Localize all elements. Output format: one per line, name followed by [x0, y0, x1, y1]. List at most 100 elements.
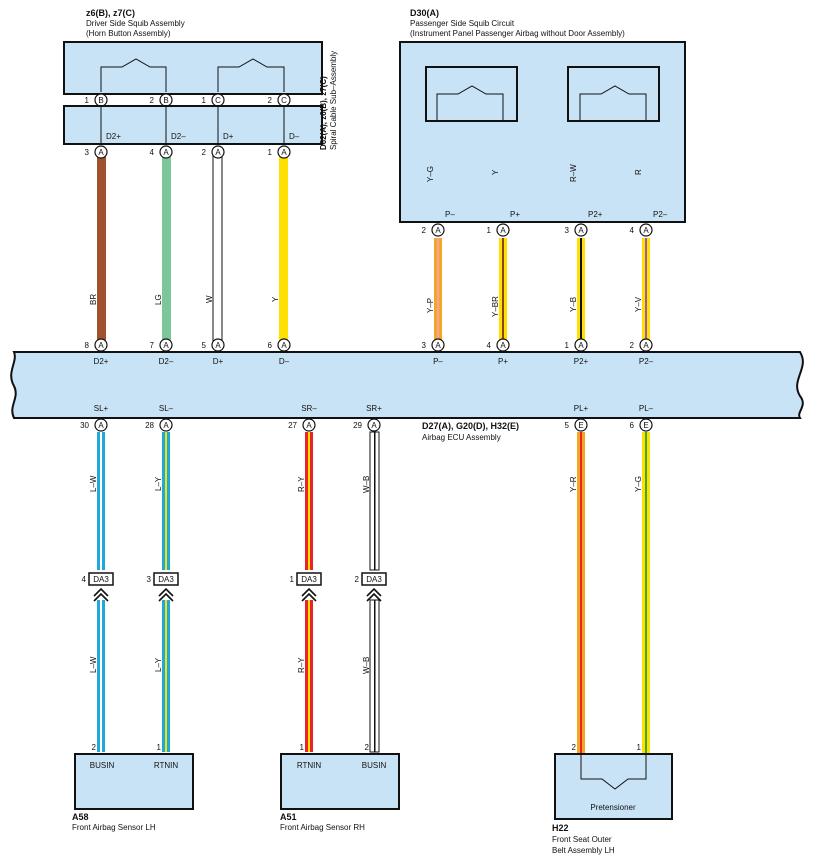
front-seat-belt-pretensioner: Pretensioner H22 Front Seat Outer Belt A…	[552, 753, 673, 855]
wire-w-b-upper	[369, 431, 380, 571]
wire-r-y-upper	[305, 432, 313, 570]
spiral-pin: 1 A	[268, 145, 291, 159]
svg-text:27: 27	[288, 421, 297, 430]
svg-text:4: 4	[82, 575, 87, 584]
wire-label: R–W	[569, 164, 578, 182]
svg-text:A: A	[215, 148, 221, 157]
wire-y-p	[434, 238, 442, 342]
da3-connector: 1 DA3	[290, 572, 322, 602]
svg-text:B: B	[163, 96, 168, 105]
svg-text:A: A	[215, 341, 221, 350]
pretensioner-name-2: Belt Assembly LH	[552, 846, 615, 855]
wire-y-br	[499, 238, 507, 342]
svg-text:1: 1	[487, 226, 492, 235]
ecu-pin: 1 A P2+	[565, 338, 589, 366]
upper-wire-labels: BR LG W Y Y–P Y–BR Y–B Y–V	[89, 294, 643, 317]
svg-text:1: 1	[565, 341, 570, 350]
wire-w	[212, 155, 223, 343]
svg-text:DA3: DA3	[366, 575, 382, 584]
wire-label: Y–V	[634, 296, 643, 312]
svg-text:P2+: P2+	[574, 357, 589, 366]
driver-pin: 1 C	[202, 93, 225, 107]
passenger-term: P2+	[588, 210, 603, 219]
wire-label: Y–BR	[491, 296, 500, 317]
svg-text:A: A	[500, 226, 506, 235]
svg-text:3: 3	[85, 148, 90, 157]
svg-text:A: A	[163, 421, 169, 430]
sensor-lh-code: A58	[72, 812, 89, 822]
ecu-code: D27(A), G20(D), H32(E)	[422, 421, 519, 431]
wire-br	[97, 156, 106, 342]
svg-text:1: 1	[85, 96, 90, 105]
wire-label: Y	[271, 296, 280, 302]
svg-text:E: E	[578, 421, 583, 430]
wire-label: BR	[89, 294, 98, 305]
wire-label: L–W	[89, 475, 98, 492]
svg-text:A: A	[435, 341, 441, 350]
wire-label: Y–G	[634, 476, 643, 492]
wire-y-g	[642, 432, 650, 754]
lower-wire-labels-upper: L–W L–Y R–Y W–B Y–R Y–G	[89, 475, 643, 493]
svg-text:2: 2	[150, 96, 155, 105]
svg-text:2: 2	[630, 341, 635, 350]
svg-text:1: 1	[268, 148, 273, 157]
svg-text:1: 1	[202, 96, 207, 105]
da3-connectors: 4 DA3 3 DA3 1 DA3 2 DA3	[82, 572, 387, 602]
spiral-term: D2–	[171, 132, 186, 141]
driver-squib-element-1	[100, 58, 167, 92]
svg-text:4: 4	[487, 341, 492, 350]
svg-text:1: 1	[290, 575, 295, 584]
wire-label: L–W	[89, 656, 98, 673]
ecu-pin: 3 A P–	[422, 338, 445, 366]
wire-y-v	[642, 238, 650, 342]
lower-wire-labels-lower: L–W L–Y R–Y W–B	[89, 656, 371, 674]
wire-label: W	[205, 295, 214, 303]
wire-l-w-upper	[97, 432, 105, 570]
svg-text:3: 3	[147, 575, 152, 584]
svg-text:A: A	[643, 341, 649, 350]
ecu-pin: 7 A D2–	[150, 338, 174, 366]
ecu-bar	[10, 351, 804, 419]
svg-text:D+: D+	[213, 357, 224, 366]
ecu-pin: SL– 28 A	[145, 404, 174, 432]
passenger-squib-code: D30(A)	[410, 8, 439, 18]
svg-text:E: E	[643, 421, 648, 430]
da3-connector: 3 DA3	[147, 572, 179, 602]
svg-text:D2+: D2+	[94, 357, 109, 366]
svg-text:P+: P+	[498, 357, 508, 366]
svg-text:SR+: SR+	[366, 404, 382, 413]
spiral-term: D+	[223, 132, 234, 141]
svg-text:B: B	[98, 96, 103, 105]
svg-text:1: 1	[300, 743, 305, 752]
svg-text:2: 2	[365, 743, 370, 752]
wire-label: Y	[491, 169, 500, 175]
spiral-pin: 4 A	[150, 145, 173, 159]
wire-label: L–Y	[154, 657, 163, 672]
svg-text:A: A	[306, 421, 312, 430]
front-airbag-sensor-rh: RTNIN BUSIN A51 Front Airbag Sensor RH	[280, 753, 400, 832]
wire-label: Y–B	[569, 297, 578, 312]
svg-text:1: 1	[637, 743, 642, 752]
svg-text:A: A	[98, 421, 104, 430]
sensor-rh-term: BUSIN	[362, 761, 387, 770]
svg-text:28: 28	[145, 421, 154, 430]
wire-y	[279, 156, 288, 342]
svg-text:7: 7	[150, 341, 155, 350]
svg-text:C: C	[215, 96, 221, 105]
passenger-term: P–	[445, 210, 455, 219]
front-airbag-sensor-lh: BUSIN RTNIN A58 Front Airbag Sensor LH	[72, 753, 194, 832]
wire-label: LG	[154, 294, 163, 305]
passenger-pin: 4 A	[630, 223, 653, 237]
svg-text:SL–: SL–	[159, 404, 174, 413]
ecu-pin: 4 A P+	[487, 338, 510, 366]
spiral-cable-name: Spiral Cable Sub–Assembly	[329, 51, 338, 150]
svg-text:4: 4	[630, 226, 635, 235]
pretensioner-label: Pretensioner	[590, 803, 636, 812]
ecu-pin: 5 A D+	[202, 338, 225, 366]
spiral-cable-assembly: D2+ D2– D+ D– Spiral Cable Sub–Assembly …	[63, 51, 338, 150]
svg-text:4: 4	[150, 148, 155, 157]
wire-r-y-lower	[305, 600, 313, 752]
svg-text:A: A	[578, 341, 584, 350]
driver-squib-name-2: (Horn Button Assembly)	[86, 29, 171, 38]
svg-text:C: C	[281, 96, 287, 105]
